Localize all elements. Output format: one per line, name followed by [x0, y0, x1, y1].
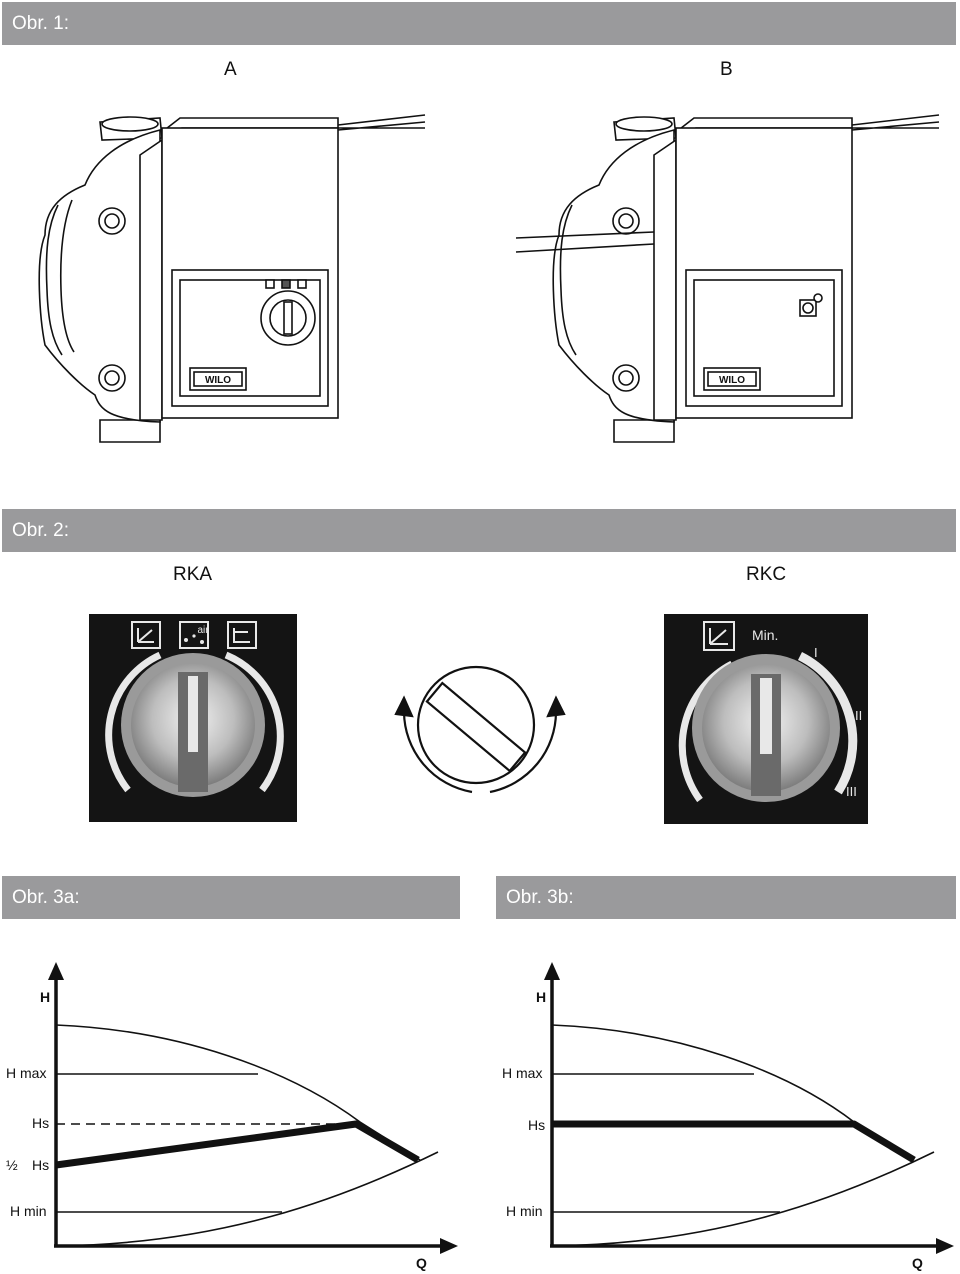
- pump-a-brand: WILO: [205, 375, 231, 386]
- rka-label: RKA: [173, 564, 213, 585]
- figure-2-heading: Obr. 2:: [12, 519, 70, 541]
- pump-b-brand: WILO: [719, 375, 745, 386]
- rotate-right-arrow-icon: [546, 695, 566, 718]
- graph-3b-hmin-label: H min: [506, 1203, 543, 1219]
- graph-3a-hs-label: Hs: [32, 1115, 49, 1131]
- figure-3b-header: Obr. 3b:: [496, 876, 956, 919]
- rka-scale-right: [224, 651, 284, 793]
- graph-3a-pump-curve: [55, 1024, 421, 1161]
- figure-1-header: Obr. 1:: [2, 2, 956, 45]
- graph-3b-system-curve: [551, 1151, 935, 1247]
- graph-3b: [544, 962, 954, 1254]
- rka-scale-left: [105, 651, 162, 793]
- figure-3b-heading: Obr. 3b:: [506, 886, 574, 908]
- figure-2-header: Obr. 2:: [2, 509, 956, 552]
- rkc-level-2: II: [855, 708, 862, 723]
- graph-3b-y-arrow-icon: [544, 962, 560, 980]
- graph-3b-x-label: Q: [912, 1255, 923, 1271]
- graph-3b-x-arrow-icon: [936, 1238, 954, 1254]
- graph-3a-hmax-label: H max: [6, 1065, 46, 1081]
- graph-3a-system-curve: [55, 1151, 439, 1247]
- rkc-knob-pointer: [760, 678, 772, 754]
- rkc-label: RKC: [746, 564, 787, 585]
- rkc-level-1: I: [814, 645, 818, 660]
- figure-1-heading: Obr. 1:: [12, 12, 70, 34]
- pump-a-drawing: [38, 114, 426, 443]
- variable-pressure-icon: [703, 621, 735, 651]
- graph-3a-x-label: Q: [416, 1255, 427, 1271]
- rka-air-label: air: [197, 625, 209, 636]
- graph-3b-y-label: H: [536, 989, 546, 1005]
- rkc-min-label: Min.: [752, 627, 778, 643]
- pump-b-drawing: [515, 114, 940, 443]
- rotation-symbol: [394, 665, 566, 794]
- pump-b-label: B: [720, 59, 733, 80]
- rka-knob-pointer: [188, 676, 198, 752]
- figure-3a-heading: Obr. 3a:: [12, 886, 80, 908]
- graph-3b-control-line: [552, 1120, 916, 1164]
- air-vent-icon: [179, 621, 209, 649]
- graph-3a-x-arrow-icon: [440, 1238, 458, 1254]
- graph-3a-half-hs-label: Hs: [32, 1157, 49, 1173]
- graph-3a-control-line: [55, 1120, 420, 1169]
- graph-3a-half-label: ½: [6, 1157, 18, 1173]
- graph-3a: [48, 962, 458, 1254]
- figure-3a-header: Obr. 3a:: [2, 876, 460, 919]
- graph-3a-hmin-label: H min: [10, 1203, 47, 1219]
- graph-3b-hs-label: Hs: [528, 1117, 545, 1133]
- graph-3a-y-label: H: [40, 989, 50, 1005]
- rka-dial-panel: [89, 614, 297, 822]
- rkc-scale-right: [797, 651, 858, 795]
- graph-3b-pump-curve: [551, 1024, 915, 1161]
- pump-a-label: A: [224, 59, 237, 80]
- rotate-left-arrow-icon: [394, 695, 414, 718]
- rkc-level-3: III: [846, 784, 857, 799]
- constant-pressure-icon: [227, 621, 257, 649]
- graph-3b-hmax-label: H max: [502, 1065, 542, 1081]
- variable-pressure-icon: [131, 621, 161, 649]
- graph-3a-y-arrow-icon: [48, 962, 64, 980]
- rkc-dial-panel: [664, 614, 868, 824]
